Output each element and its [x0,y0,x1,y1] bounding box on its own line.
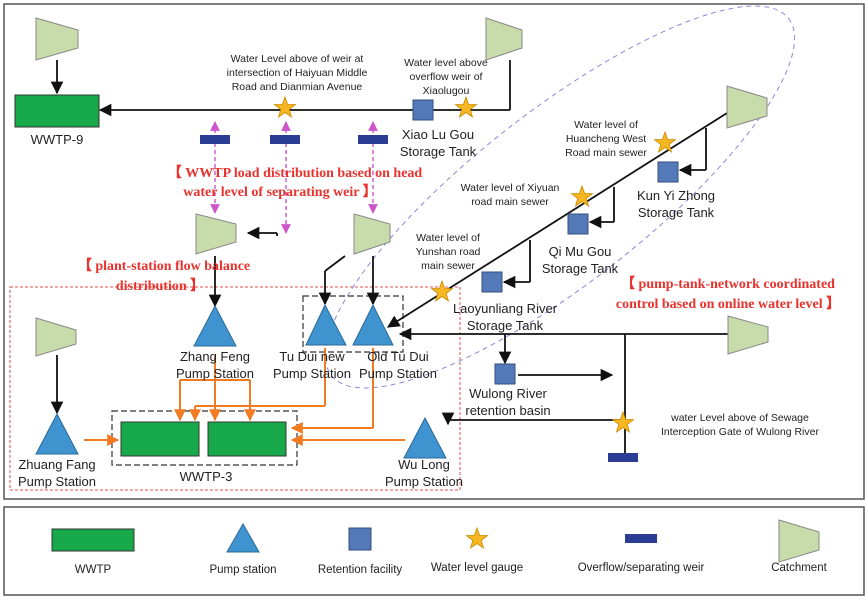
wwtp9-box [14,94,100,128]
gauge-xiaolugou-text-1: Water level above [404,57,488,69]
tank-wulong-basin [494,363,516,385]
xiaolugou-label-2: Storage Tank [400,144,477,159]
gauge-yunshan-text-1: Water level of [416,232,480,244]
kunyizhong-label-2: Storage Tank [638,205,715,220]
laoyunliang-label-2: Storage Tank [467,318,544,333]
gauge-huancheng-text-3: Road main sewer [565,147,647,159]
legend-gauge-label: Water level gauge [431,562,523,574]
legend-pump-swatch [226,522,260,553]
catchment-c3 [35,317,77,357]
pump-tudui-new [305,303,347,346]
gauge-wulong-gate [612,411,634,433]
gauge-haiyuan-text-1: Water Level above of weir at [231,53,364,65]
gauge-xiyuan [571,185,593,207]
gauge-huancheng-text-2: Huancheng West [566,133,646,145]
weir-wulong-gate [608,453,638,462]
gauge-haiyuan-text-3: Road and Dianmian Avenue [232,81,363,93]
flow-c5-left [324,255,346,272]
gauge-yunshan-text-2: Yunshan road [416,246,481,258]
tank-xiaolugou [412,99,434,121]
catchment-c4 [195,213,237,255]
catchment-c6 [726,85,768,129]
catchment-c5 [353,213,391,255]
tank-qimugou [567,213,589,235]
catchment-c7 [727,315,769,355]
legend-catchment-swatch [778,519,820,563]
pump-zhuangfang [35,412,79,455]
gauge-huancheng [654,131,676,153]
pump-old-tudui [352,303,394,346]
gauge-wulong-text-2: Interception Gate of Wulong River [661,426,819,438]
tudui-new-label-1: Tu Dui new [279,349,345,364]
main-frame [3,3,865,500]
gauge-xiyuan-text-2: road main sewer [471,196,549,208]
annotation-wwtp-load-1: 【 WWTP load distribution based on head [168,165,423,181]
qimugou-label-1: Qi Mu Gou [549,244,612,259]
gauge-huancheng-text-1: Water level of [574,119,638,131]
tank-kunyizhong [657,161,679,183]
wulong-label-1: Wu Long [398,457,450,472]
legend-wwtp-swatch [51,528,135,552]
weir-2 [270,135,300,144]
gauge-yunshan-text-3: main sewer [421,260,475,272]
zhuangfang-label-2: Pump Station [18,474,96,489]
wwtp3-box-a [120,421,200,457]
catchment-c2 [485,17,523,61]
legend-catchment-label: Catchment [771,562,827,574]
weir-3 [358,135,388,144]
legend-frame [3,506,865,596]
wwtp3-box-b [207,421,287,457]
catchment-c1 [35,17,79,61]
annotation-pump-tank-1: 【 pump-tank-network coordinated [621,276,835,292]
wwtp3-label: WWTP-3 [180,469,233,484]
wulong-basin-label-2: retention basin [465,403,550,418]
gauge-wulong-text-1: water Level above of Sewage [670,412,809,424]
wulong-basin-label-1: Wulong River [469,386,547,401]
legend-weir-swatch [625,534,657,543]
annotation-pump-tank-2: control based on online water level 】 [616,296,840,312]
kunyizhong-label-1: Kun Yi Zhong [637,188,715,203]
xiaolugou-label-1: Xiao Lu Gou [402,127,474,142]
old-tudui-label-2: Pump Station [359,366,437,381]
zhangfeng-label-2: Pump Station [176,366,254,381]
legend-gauge-swatch [466,527,488,549]
tudui-new-label-2: Pump Station [273,366,351,381]
zhuangfang-label-1: Zhuang Fang [18,457,95,472]
pump-tank-ellipse [324,5,796,389]
gauge-haiyuan [274,96,296,118]
tank-laoyunliang [481,271,503,293]
gauge-xiaolugou [455,96,477,118]
plant-station-region [9,286,461,491]
pump-wulong [403,416,447,459]
annotation-wwtp-load-2: water level of separating weir 】 [183,184,377,200]
laoyunliang-label-1: Laoyunliang River [453,301,558,316]
legend-retention-label: Retention facility [318,564,403,576]
gauge-xiyuan-text-1: Water level of Xiyuan [461,182,560,194]
weir-1 [200,135,230,144]
legend-wwtp-label: WWTP [75,564,112,576]
qimugou-label-2: Storage Tank [542,261,619,276]
legend-retention-swatch [348,527,372,551]
legend-weir-label: Overflow/separating weir [578,562,705,574]
gauge-xiaolugou-text-2: overflow weir of [410,71,483,83]
annotation-plant-station-1: 【 plant-station flow balance [78,258,250,274]
gauge-haiyuan-text-2: intersection of Haiyuan Middle [227,67,368,79]
pump-zhangfeng [193,304,237,347]
wwtp9-label: WWTP-9 [31,132,84,147]
gauge-xiaolugou-text-3: Xiaolugou [423,85,470,97]
legend-pump-label: Pump station [209,564,276,576]
wulong-label-2: Pump Station [385,474,463,489]
annotation-plant-station-2: distribution 】 [116,278,204,294]
zhangfeng-label-1: Zhang Feng [180,349,250,364]
tudui-group [302,295,404,353]
old-tudui-label-1: Old Tu Dui [367,349,429,364]
